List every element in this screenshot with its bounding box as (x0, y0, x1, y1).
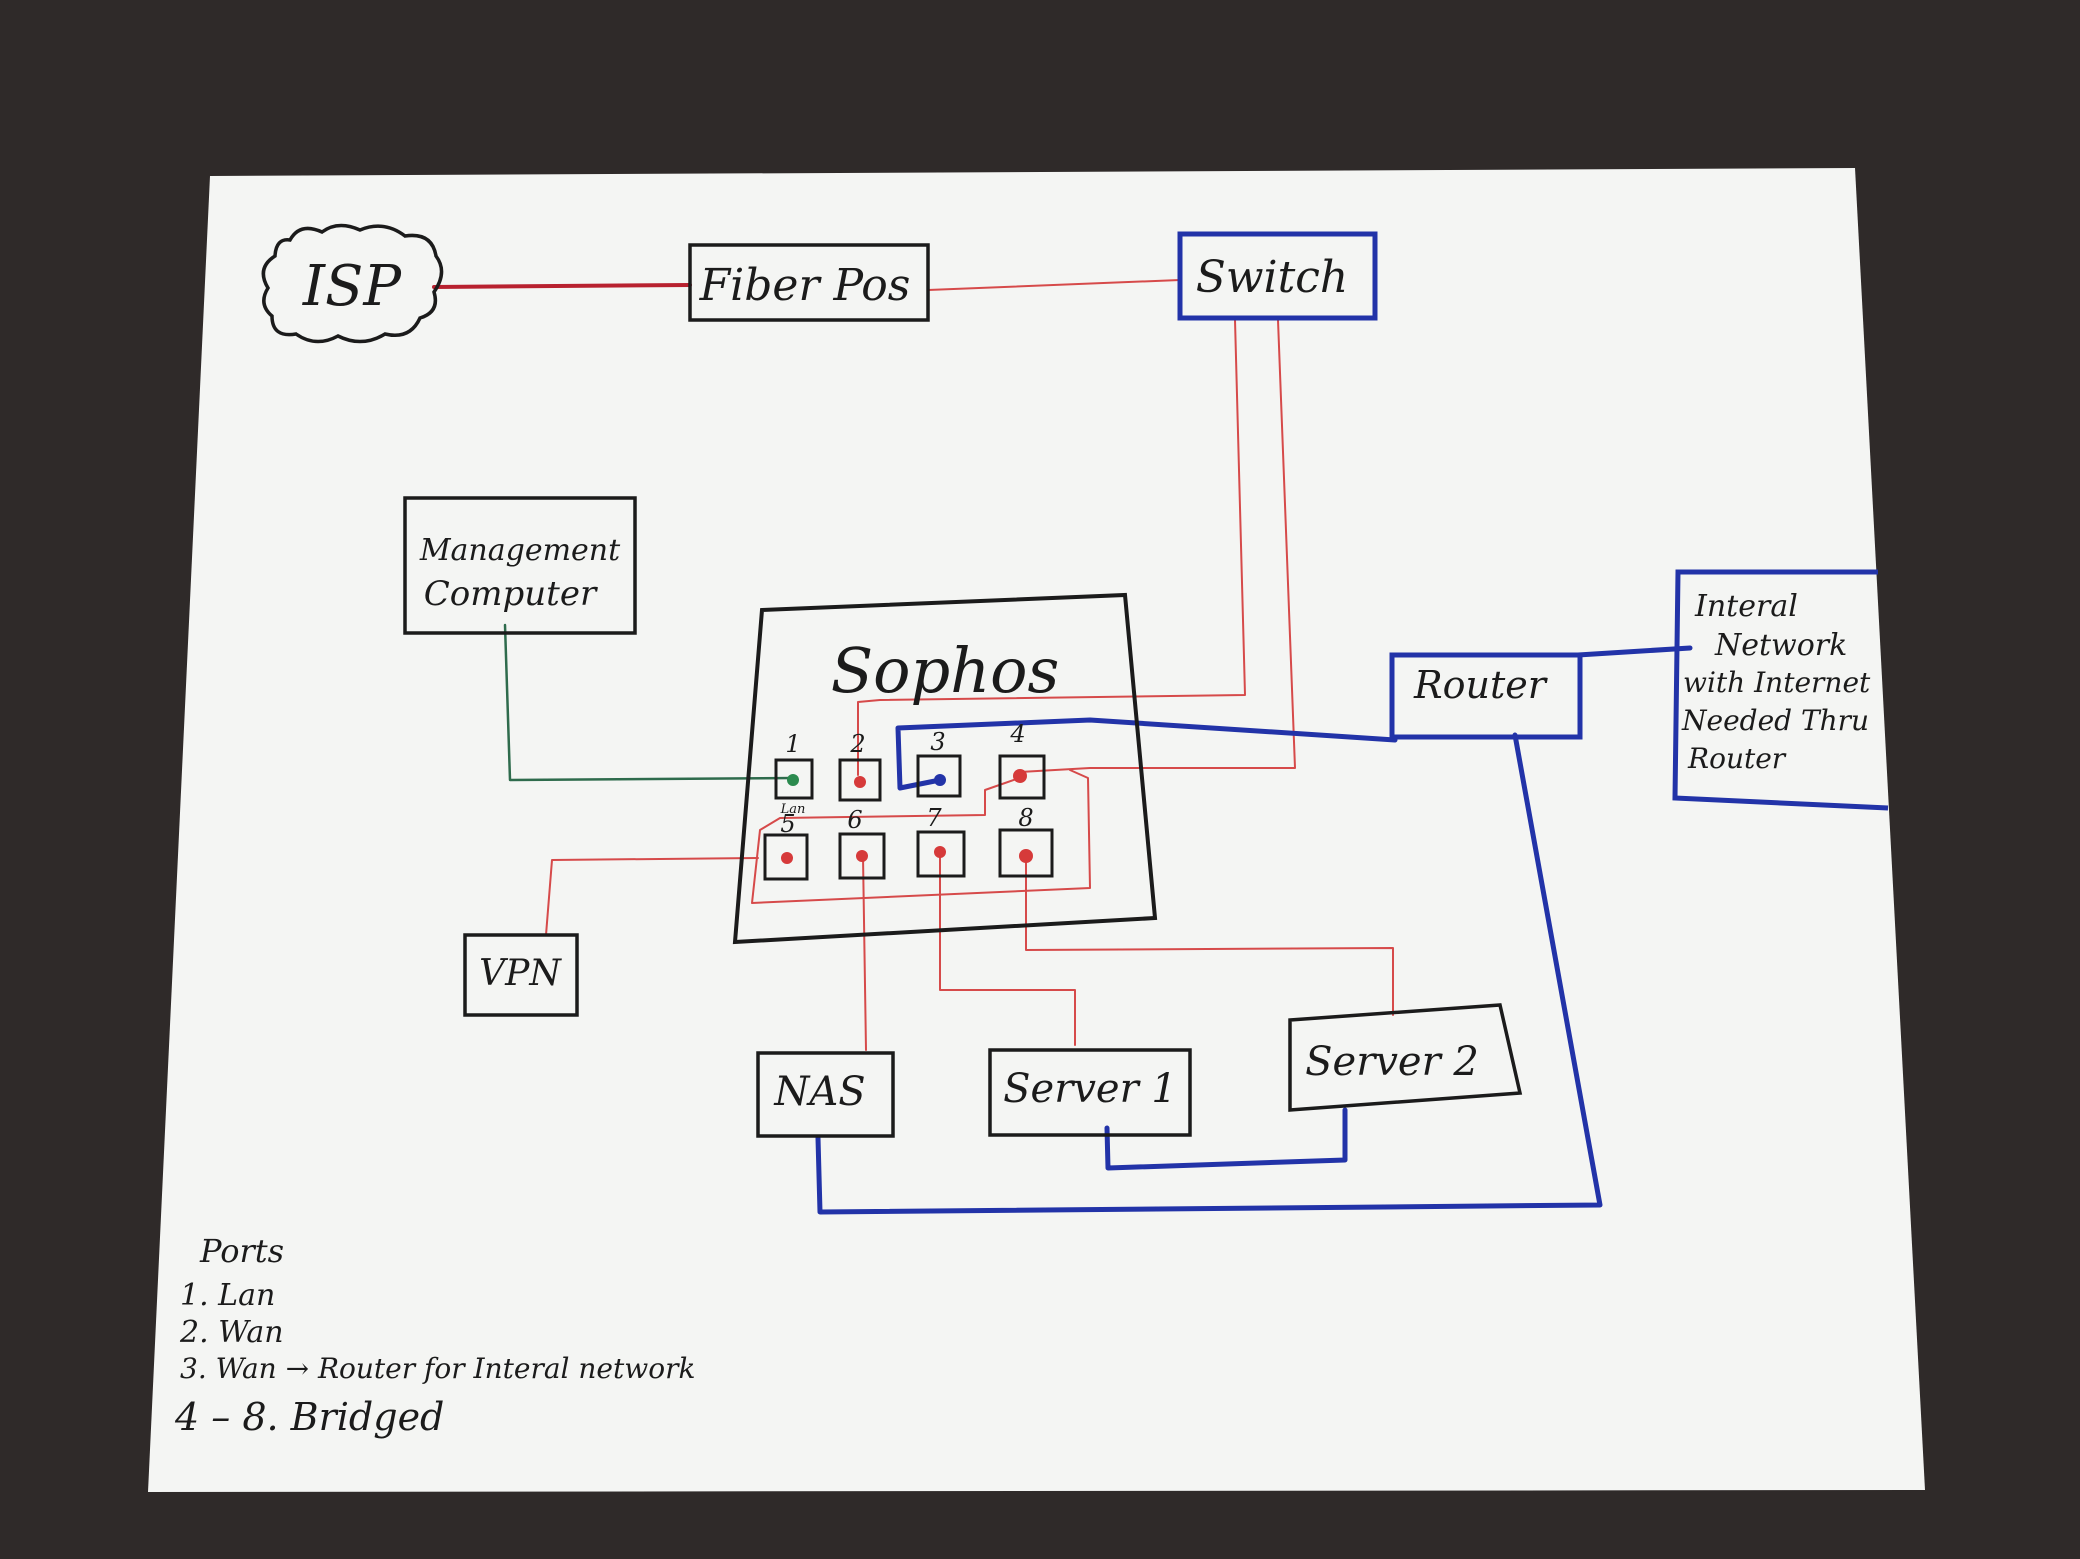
wire-port3-router (895, 717, 1398, 791)
port-1-number: 1 (785, 730, 800, 758)
port-8-indicator (1019, 849, 1033, 863)
wire-fiber-switch (927, 279, 1181, 291)
vpn-node: VPN (463, 933, 579, 1017)
port-3-box (916, 754, 962, 798)
internal-network-node: Interal Network with Internet Needed Thr… (1672, 569, 1889, 811)
port-1: 1 Lan (774, 730, 814, 817)
port-4: 4 (998, 720, 1046, 800)
wire-isp-fiber (432, 283, 692, 289)
legend-item-1: 1. Lan (180, 1278, 275, 1313)
wire-switch-port2 (857, 319, 1246, 776)
wires (432, 279, 1693, 1215)
internal-network-line5: Router (1687, 742, 1787, 775)
sophos-label: Sophos (831, 634, 1060, 707)
sophos-ports: 1 Lan 2 3 4 5 (763, 720, 1054, 881)
nas-node: NAS (756, 1051, 895, 1138)
port-8-number: 8 (1018, 804, 1033, 832)
internal-network-line2: Network (1714, 628, 1847, 663)
port-5-number: 5 (780, 810, 795, 838)
port-8: 8 (998, 804, 1054, 878)
ports-legend: Ports 1. Lan 2. Wan 3. Wan → Router for … (174, 1232, 695, 1439)
management-label-line2: Computer (424, 574, 598, 614)
management-box (403, 496, 637, 635)
server1-box (988, 1048, 1192, 1137)
port-2-number: 2 (849, 730, 865, 758)
internal-network-line3: with Internet (1683, 666, 1871, 699)
nas-label: NAS (773, 1069, 865, 1115)
port-2-box (838, 758, 882, 802)
server2-node: Server 2 (1288, 1003, 1523, 1112)
management-node: Management Computer (403, 496, 637, 635)
fiber-box (688, 243, 930, 322)
wire-router-internal (1575, 645, 1693, 658)
router-label: Router (1413, 663, 1549, 707)
port-6-indicator (856, 850, 868, 862)
wire-bridge-loop (751, 769, 1091, 904)
vpn-box (463, 933, 579, 1017)
server2-box (1288, 1003, 1523, 1112)
port-6: 6 (838, 806, 886, 880)
server2-label: Server 2 (1305, 1039, 1479, 1085)
wire-switch-port4 (1019, 319, 1296, 773)
wire-port8-server2 (1025, 857, 1394, 1016)
port-2: 2 (838, 730, 882, 802)
nas-box (756, 1051, 895, 1138)
switch-box (1177, 231, 1378, 321)
internal-network-box (1672, 569, 1889, 811)
port-4-box (998, 754, 1046, 800)
port-1-indicator (787, 774, 799, 786)
port-3-number: 3 (930, 728, 945, 756)
port-8-box (998, 828, 1054, 878)
port-6-number: 6 (847, 806, 862, 834)
sophos-box (732, 592, 1158, 945)
wire-port7-server1 (939, 851, 1076, 1046)
isp-label: ISP (302, 254, 402, 319)
port-7-number: 7 (926, 804, 942, 832)
port-7-box (916, 830, 966, 878)
port-3-indicator (934, 774, 946, 786)
sophos-node: Sophos 1 Lan 2 3 4 (732, 592, 1158, 945)
legend-item-2: 2. Wan (179, 1315, 284, 1350)
management-label-line1: Management (419, 533, 621, 568)
internal-network-line1: Interal (1694, 589, 1798, 624)
port-5-box (763, 833, 809, 881)
fiber-node: Fiber Pos (688, 243, 930, 322)
port-1-box (774, 758, 814, 800)
switch-label: Switch (1196, 252, 1349, 303)
wire-port5-vpn (545, 857, 759, 936)
router-box (1389, 652, 1583, 740)
port-4-number: 4 (1009, 720, 1025, 748)
wire-server1-server2 (1104, 1107, 1348, 1171)
port-6-box (838, 832, 886, 880)
isp-node: ISP (261, 223, 444, 344)
legend-item-3: 3. Wan → Router for Interal network (180, 1352, 695, 1385)
port-5-indicator (781, 852, 793, 864)
port-7: 7 (916, 804, 966, 878)
port-5: 5 (763, 810, 809, 881)
wire-mgmt-port1 (503, 623, 797, 782)
router-node: Router (1389, 652, 1583, 740)
port-3: 3 (916, 728, 962, 798)
server1-node: Server 1 (988, 1048, 1192, 1137)
port-7-indicator (934, 846, 946, 858)
internal-network-line4: Needed Thru (1681, 704, 1869, 737)
legend-item-4: 4 – 8. Bridged (174, 1395, 444, 1439)
legend-title: Ports (199, 1232, 284, 1270)
cloud-icon (261, 223, 444, 344)
wire-port6-nas (862, 855, 867, 1051)
switch-node: Switch (1177, 231, 1378, 321)
fiber-label: Fiber Pos (699, 260, 911, 311)
server1-label: Server 1 (1003, 1066, 1177, 1112)
port-1-sublabel: Lan (780, 802, 806, 817)
vpn-label: VPN (479, 953, 562, 994)
port-4-indicator (1013, 769, 1027, 783)
wire-blue-backbone (815, 732, 1603, 1215)
port-2-indicator (854, 776, 866, 788)
